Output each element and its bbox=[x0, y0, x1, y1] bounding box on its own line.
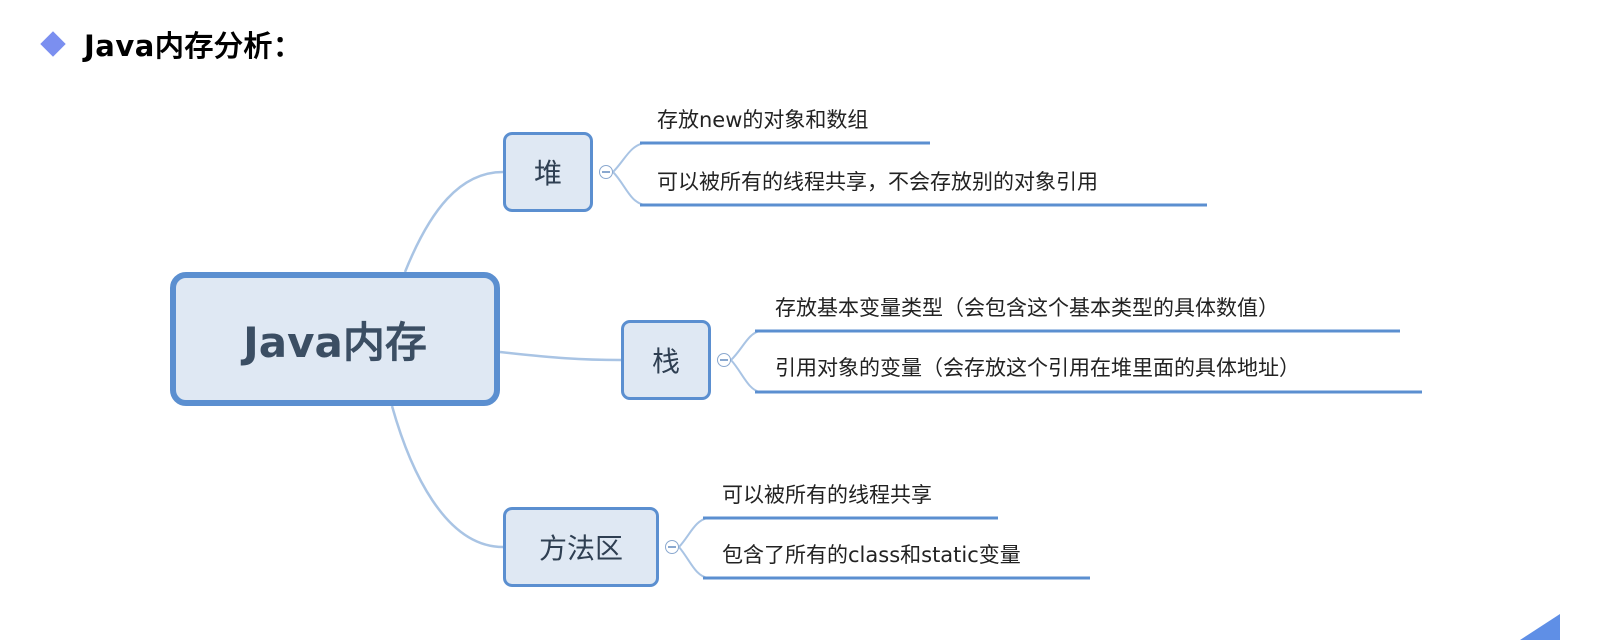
root-node: Java内存 bbox=[170, 272, 500, 406]
bracket-heap-bottom bbox=[612, 171, 646, 206]
branch-node-heap: 堆 bbox=[503, 132, 593, 212]
heading-text: Java内存分析： bbox=[84, 29, 303, 63]
connector-root-stack bbox=[499, 350, 622, 362]
corner-decoration bbox=[1520, 614, 1560, 640]
bracket-method-bottom bbox=[678, 546, 709, 579]
collapse-heap-icon[interactable] bbox=[599, 165, 613, 179]
leaf-method-area-1: 可以被所有的线程共享 bbox=[722, 483, 932, 507]
branch-node-stack: 栈 bbox=[621, 320, 711, 400]
leaf-method-area-2: 包含了所有的class和static变量 bbox=[722, 543, 1021, 567]
leaf-heap-1: 存放new的对象和数组 bbox=[657, 108, 869, 132]
leaf-stack-2: 引用对象的变量（会存放这个引用在堆里面的具体地址） bbox=[775, 356, 1300, 380]
slide-heading: Java内存分析： bbox=[38, 22, 302, 66]
collapse-stack-icon[interactable] bbox=[717, 353, 731, 367]
connector-root-method bbox=[390, 405, 504, 549]
bracket-stack-bottom bbox=[730, 359, 761, 393]
leaf-stack-1: 存放基本变量类型（会包含这个基本类型的具体数值） bbox=[775, 296, 1279, 320]
leaf-heap-2: 可以被所有的线程共享，不会存放别的对象引用 bbox=[657, 170, 1098, 194]
branch-node-method-area: 方法区 bbox=[503, 507, 659, 587]
bracket-heap-top bbox=[612, 142, 646, 173]
connector-root-heap bbox=[403, 170, 504, 273]
bracket-stack-top bbox=[730, 330, 761, 361]
bracket-method-top bbox=[678, 517, 709, 548]
collapse-method-area-icon[interactable] bbox=[665, 540, 679, 554]
